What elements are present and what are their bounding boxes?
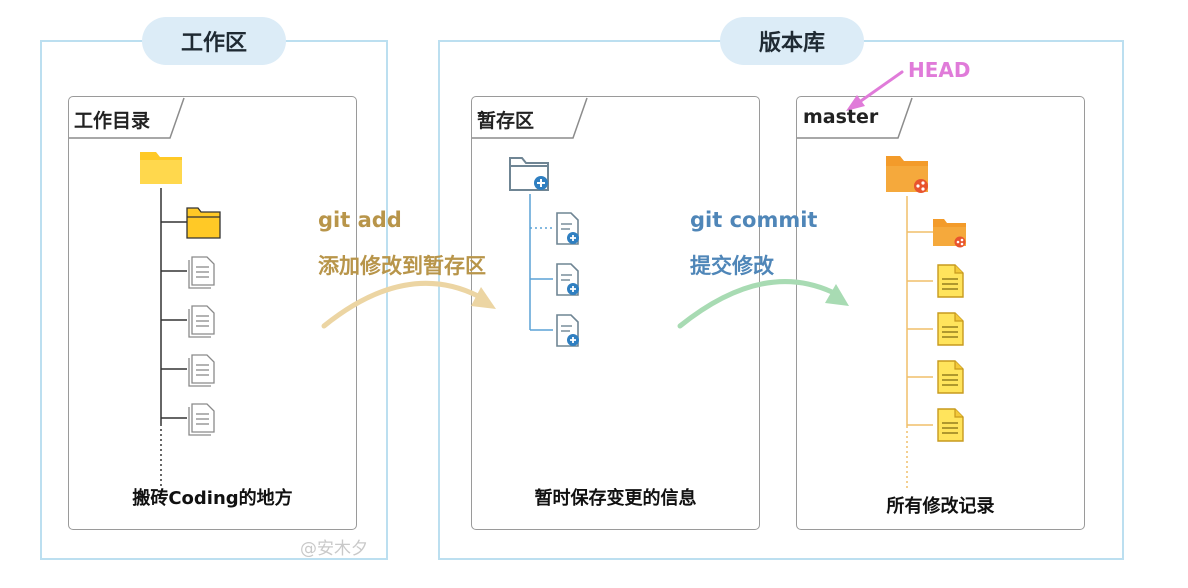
git-add-description: 添加修改到暂存区: [318, 254, 486, 278]
git-add-command: git add: [318, 208, 402, 232]
staging-folder-icon: [509, 157, 549, 191]
working-file-icon-3: [188, 354, 215, 387]
master-file-icon-2: [937, 312, 964, 346]
git-commit-command: git commit: [690, 208, 818, 232]
workspace-title: 工作区: [142, 17, 286, 65]
master-subfolder-icon: [933, 219, 966, 248]
master-tab: [797, 97, 913, 139]
master-tab-label: master: [803, 106, 879, 128]
staging-file-icon-1: [556, 212, 579, 245]
staging-file-icon-2: [556, 263, 579, 296]
staging-tab: [472, 97, 588, 139]
working-file-icon-1: [188, 256, 215, 289]
working-file-icon-4: [188, 403, 215, 436]
staging-file-icon-3: [556, 314, 579, 347]
working-file-icon-2: [188, 305, 215, 338]
master-caption: 所有修改记录: [886, 496, 995, 517]
head-label: HEAD: [908, 58, 971, 82]
repository-title: 版本库: [720, 17, 864, 65]
master-file-icon-1: [937, 264, 964, 298]
master-file-icon-4: [937, 408, 964, 442]
master-folder-icon: [886, 156, 928, 193]
staging-tab-label: 暂存区: [477, 110, 535, 132]
git-commit-arrow: [677, 279, 849, 329]
git-commit-description: 提交修改: [690, 254, 774, 278]
working-directory-tab: [69, 97, 185, 139]
head-pointer-arrow: [846, 70, 904, 111]
working-directory-tab-label: 工作目录: [74, 110, 151, 132]
staging-caption: 暂时保存变更的信息: [534, 488, 697, 509]
master-file-icon-3: [937, 360, 964, 394]
working-root-folder-icon: [140, 152, 182, 184]
working-directory-panel: [68, 96, 357, 530]
git-add-arrow: [321, 280, 496, 329]
watermark: @安木夕: [300, 539, 368, 559]
working-subfolder-icon: [186, 207, 221, 239]
working-directory-caption: 搬砖Coding的地方: [132, 488, 293, 509]
